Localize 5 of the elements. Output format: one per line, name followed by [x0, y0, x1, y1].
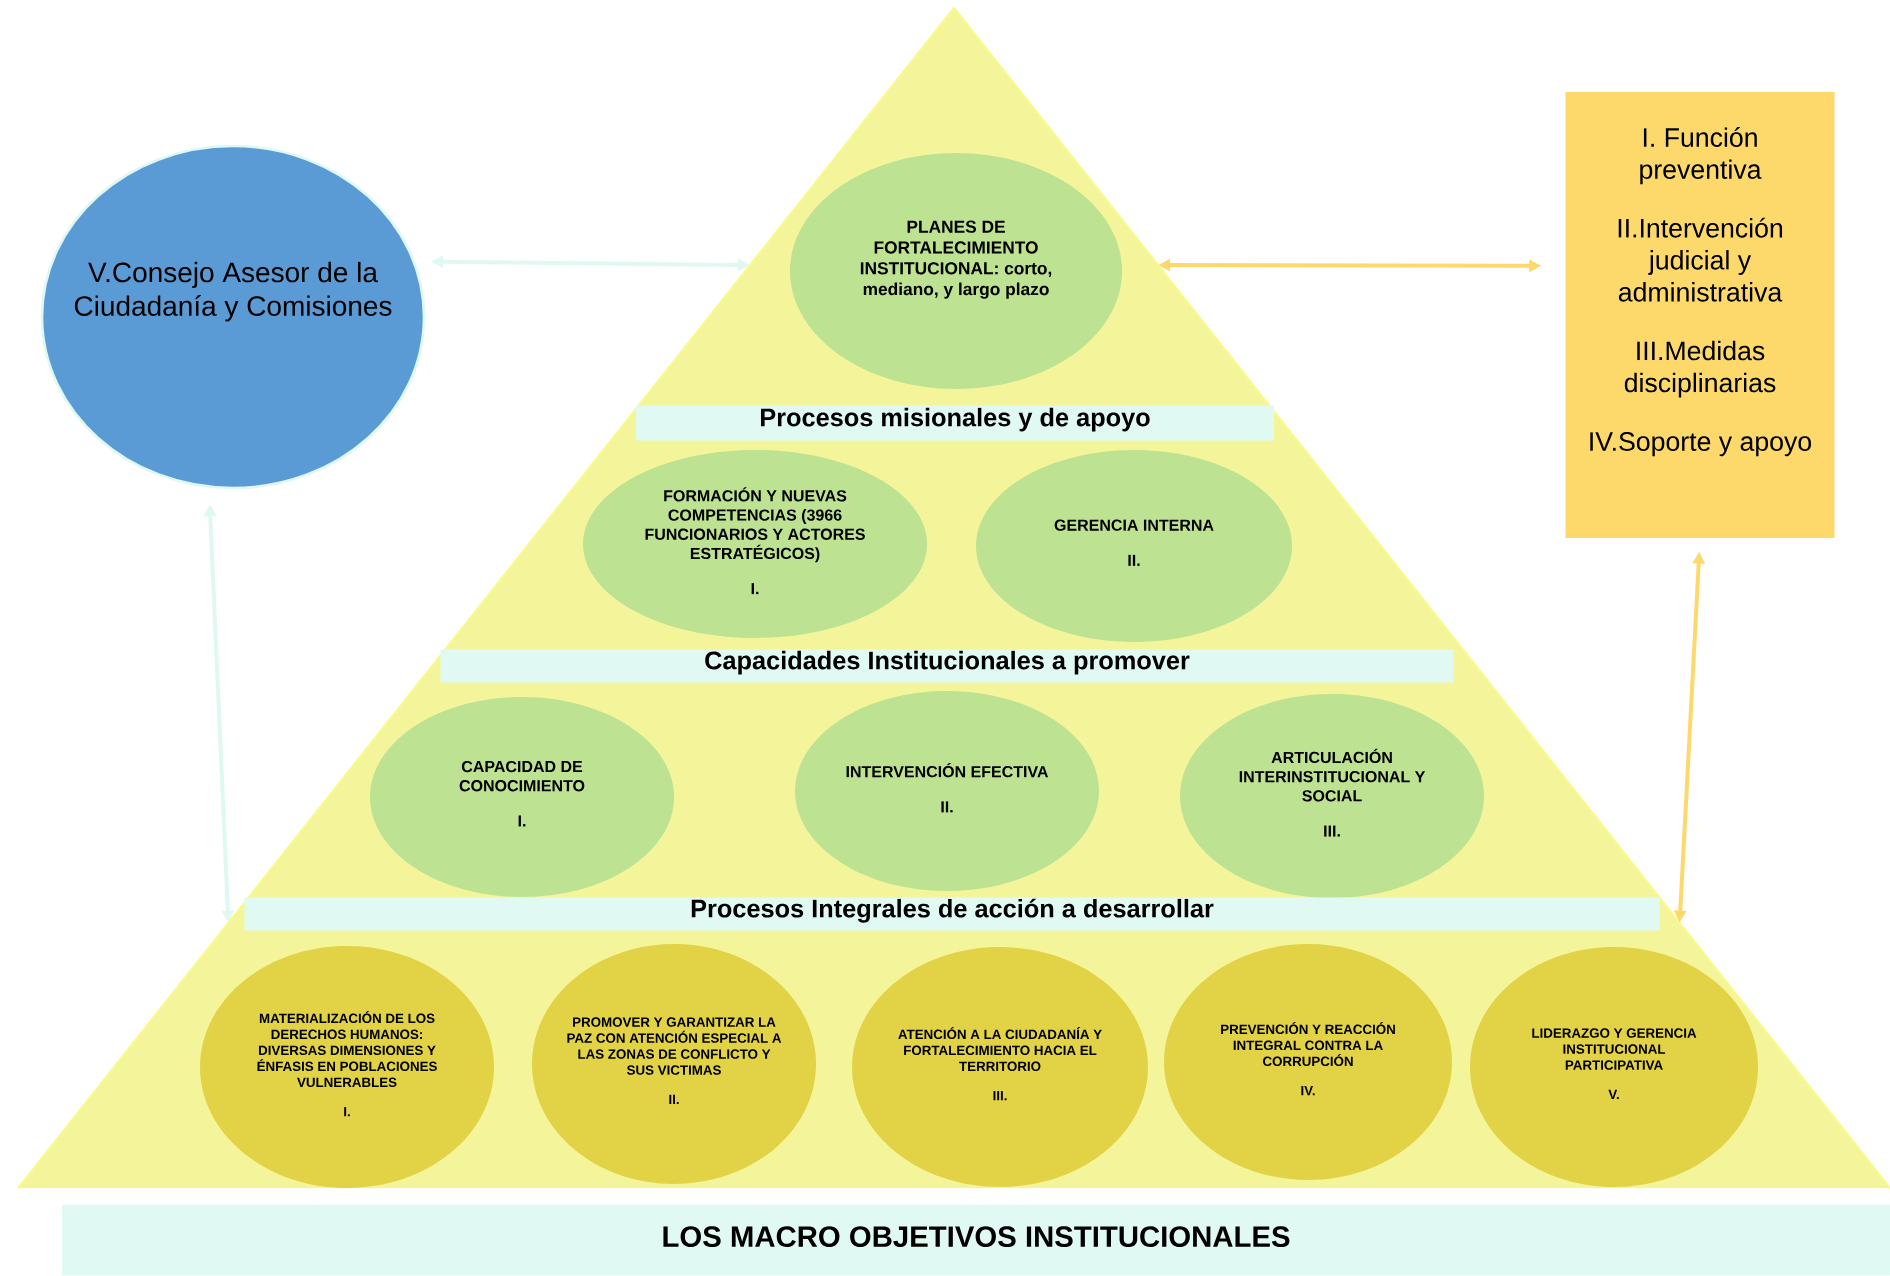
- section-band: Procesos misionales y de apoyo: [636, 405, 1274, 441]
- section-band: Procesos Integrales de acción a desarrollar: [244, 897, 1660, 931]
- section-band: Capacidades Institucionales a promover: [440, 649, 1454, 683]
- functions-box: I. Función preventiva II.Intervención judicial y administrativa III.Medidas disciplinarias IV.Soporte y apoyo: [1565, 92, 1835, 538]
- title-band: LOS MACRO OBJETIVOS INSTITUCIONALES: [62, 1204, 1890, 1276]
